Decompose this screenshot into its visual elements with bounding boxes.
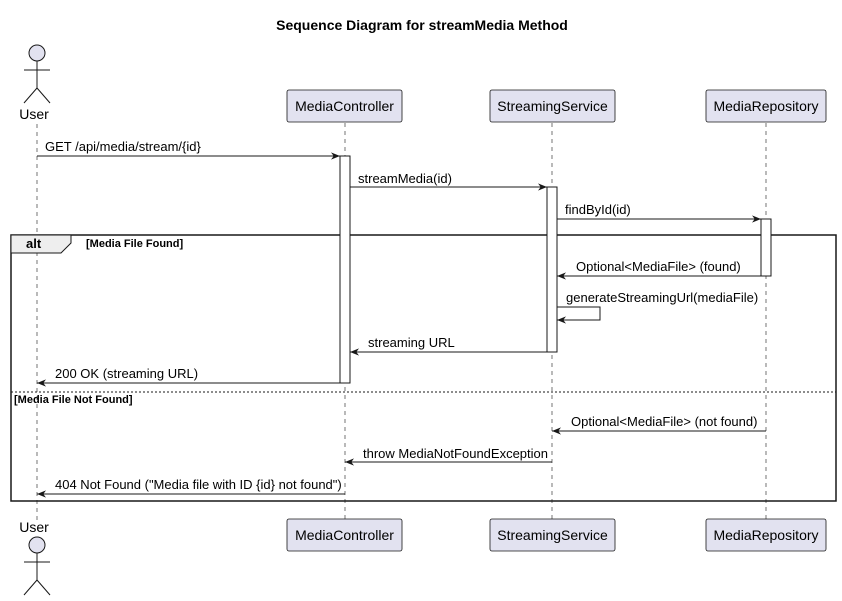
svg-text:Optional<MediaFile> (not found: Optional<MediaFile> (not found): [571, 414, 757, 429]
svg-text:200 OK (streaming URL): 200 OK (streaming URL): [55, 366, 198, 381]
user-actor-top: [23, 44, 51, 104]
controller-label-bottom: MediaController: [295, 527, 394, 543]
user-actor-bottom: [23, 536, 51, 596]
message-streaming-url: streaming URL: [350, 335, 547, 356]
message-find-by-id: findById(id): [557, 202, 761, 223]
message-stream-media: streamMedia(id): [350, 171, 547, 191]
controller-box-bottom: MediaController: [286, 518, 403, 552]
service-label-bottom: StreamingService: [497, 527, 608, 543]
message-404-not-found: 404 Not Found ("Media file with ID {id} …: [37, 477, 345, 498]
message-optional-not-found: Optional<MediaFile> (not found): [552, 414, 766, 435]
user-label-bottom: User: [19, 519, 49, 535]
alt-keyword: alt: [26, 236, 42, 251]
controller-box-top: MediaController: [286, 89, 403, 123]
alt-fragment: alt [Media File Found] [Media File Not F…: [10, 234, 837, 502]
alt-guard-found: [Media File Found]: [86, 238, 183, 250]
message-throw-exception: throw MediaNotFoundException: [345, 446, 552, 466]
message-200-ok: 200 OK (streaming URL): [37, 366, 340, 387]
repository-label-bottom: MediaRepository: [713, 527, 818, 543]
svg-text:streamMedia(id): streamMedia(id): [358, 171, 452, 186]
service-box-top: StreamingService: [489, 89, 616, 123]
repository-label-top: MediaRepository: [713, 98, 818, 114]
svg-text:throw MediaNotFoundException: throw MediaNotFoundException: [363, 446, 548, 461]
controller-label-top: MediaController: [295, 98, 394, 114]
service-box-bottom: StreamingService: [489, 518, 616, 552]
svg-text:404 Not Found ("Media file wit: 404 Not Found ("Media file with ID {id} …: [55, 477, 342, 492]
repository-box-bottom: MediaRepository: [705, 518, 827, 552]
message-optional-found: Optional<MediaFile> (found): [557, 259, 761, 280]
svg-text:streaming URL: streaming URL: [368, 335, 455, 350]
alt-guard-not-found: [Media File Not Found]: [14, 394, 133, 406]
user-label-top: User: [19, 106, 49, 122]
diagram-title: Sequence Diagram for streamMedia Method: [276, 17, 568, 33]
message-get-request: GET /api/media/stream/{id}: [37, 139, 340, 160]
svg-text:GET /api/media/stream/{id}: GET /api/media/stream/{id}: [45, 139, 201, 154]
svg-text:generateStreamingUrl(mediaFile: generateStreamingUrl(mediaFile): [566, 290, 758, 305]
message-generate-url: generateStreamingUrl(mediaFile): [557, 290, 758, 324]
controller-activation: [339, 155, 351, 384]
repository-box-top: MediaRepository: [705, 89, 827, 123]
svg-text:findById(id): findById(id): [565, 202, 631, 217]
service-activation: [546, 186, 558, 353]
svg-text:Optional<MediaFile> (found): Optional<MediaFile> (found): [576, 259, 741, 274]
repository-activation: [760, 218, 772, 277]
service-label-top: StreamingService: [497, 98, 608, 114]
